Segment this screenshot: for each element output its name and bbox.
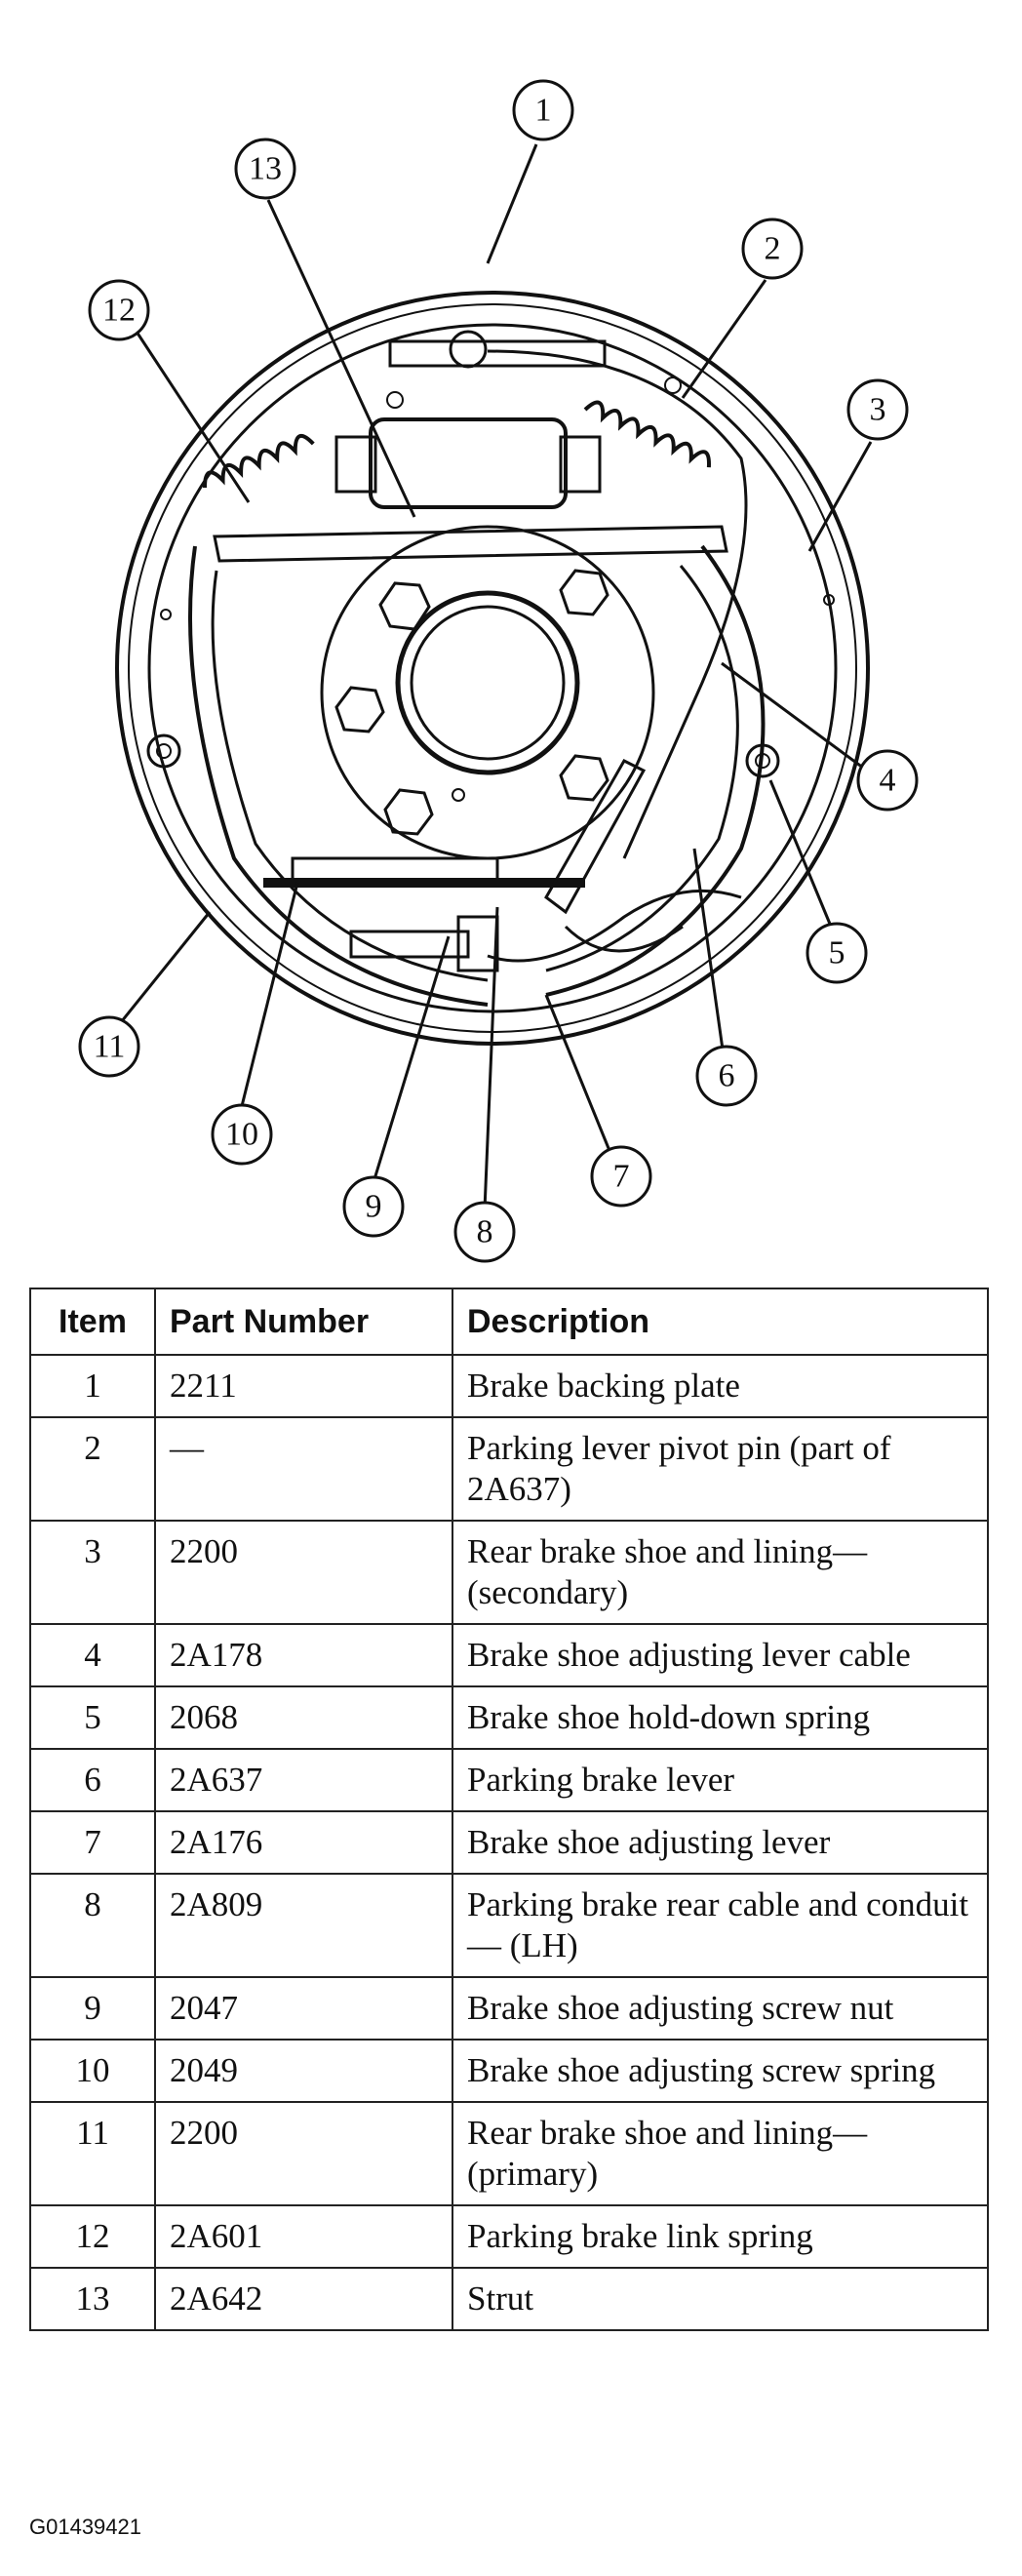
cell-description: Rear brake shoe and lining— (primary) [452,2101,989,2206]
svg-text:11: 11 [94,1029,126,1065]
cell-part-number: 2A637 [154,1748,453,1812]
cell-item: 6 [29,1748,156,1812]
cell-description: Strut [452,2267,989,2331]
cell-description: Brake shoe adjusting screw spring [452,2039,989,2103]
callout-9: 9 [342,1175,405,1238]
svg-text:8: 8 [477,1214,493,1250]
cell-part-number: 2200 [154,2101,453,2206]
cell-item: 3 [29,1520,156,1625]
cell-item: 9 [29,1976,156,2041]
table-row: 2—Parking lever pivot pin (part of 2A637… [29,1416,989,1522]
svg-text:7: 7 [613,1159,630,1195]
cell-part-number: 2A809 [154,1873,453,1978]
callout-5: 5 [806,922,868,984]
cell-part-number: 2A642 [154,2267,453,2331]
callout-10: 10 [211,1103,273,1166]
cell-description: Parking brake lever [452,1748,989,1812]
callout-labels: 1 2 3 4 5 6 7 8 9 10 11 12 13 [78,79,919,1263]
cell-item: 8 [29,1873,156,1978]
cell-item: 7 [29,1810,156,1875]
brake-assembly-diagram: 1 2 3 4 5 6 7 8 9 10 11 12 13 [78,79,919,1263]
backing-plate-drawing [115,291,870,1046]
cell-description: Brake shoe hold-down spring [452,1685,989,1750]
callout-6: 6 [695,1045,758,1107]
svg-text:12: 12 [102,293,136,329]
svg-text:2: 2 [765,231,781,267]
cell-part-number: 2211 [154,1354,453,1418]
cell-description: Parking lever pivot pin (part of 2A637) [452,1416,989,1522]
cell-description: Parking brake link spring [452,2204,989,2269]
header-item: Item [29,1288,156,1356]
header-part-number: Part Number [154,1288,453,1356]
cell-part-number: 2A176 [154,1810,453,1875]
svg-text:3: 3 [870,392,886,428]
cell-item: 11 [29,2101,156,2206]
cell-item: 4 [29,1623,156,1687]
callout-8: 8 [453,1201,516,1263]
svg-text:10: 10 [225,1117,258,1153]
callout-13: 13 [234,138,296,200]
cell-item: 12 [29,2204,156,2269]
svg-text:4: 4 [880,763,896,799]
callout-7: 7 [590,1145,652,1208]
callout-3: 3 [846,378,909,441]
table-header-row: Item Part Number Description [29,1288,989,1356]
svg-text:9: 9 [366,1189,382,1225]
cell-part-number: 2200 [154,1520,453,1625]
callout-4: 4 [856,749,919,812]
cell-item: 5 [29,1685,156,1750]
svg-text:6: 6 [719,1058,735,1094]
cell-description: Brake shoe adjusting screw nut [452,1976,989,2041]
svg-text:1: 1 [535,93,552,129]
cell-description: Parking brake rear cable and conduit— (L… [452,1873,989,1978]
cell-part-number: 2A178 [154,1623,453,1687]
cell-part-number: 2068 [154,1685,453,1750]
callout-2: 2 [741,218,804,280]
cell-item: 2 [29,1416,156,1522]
cell-part-number: 2A601 [154,2204,453,2269]
cell-description: Brake shoe adjusting lever cable [452,1623,989,1687]
cell-description: Rear brake shoe and lining— (secondary) [452,1520,989,1625]
callout-11: 11 [78,1015,140,1078]
cell-part-number: 2047 [154,1976,453,2041]
svg-text:13: 13 [249,151,282,187]
callout-1: 1 [512,79,574,141]
cell-description: Brake backing plate [452,1354,989,1418]
figure-code: G01439421 [29,2515,141,2539]
cell-item: 1 [29,1354,156,1418]
leader-lines [107,143,873,1210]
cell-item: 10 [29,2039,156,2103]
cell-part-number: 2049 [154,2039,453,2103]
svg-text:5: 5 [829,935,845,971]
cell-part-number: — [154,1416,453,1522]
cell-item: 13 [29,2267,156,2331]
header-description: Description [452,1288,989,1356]
cell-description: Brake shoe adjusting lever [452,1810,989,1875]
callout-12: 12 [88,279,150,341]
